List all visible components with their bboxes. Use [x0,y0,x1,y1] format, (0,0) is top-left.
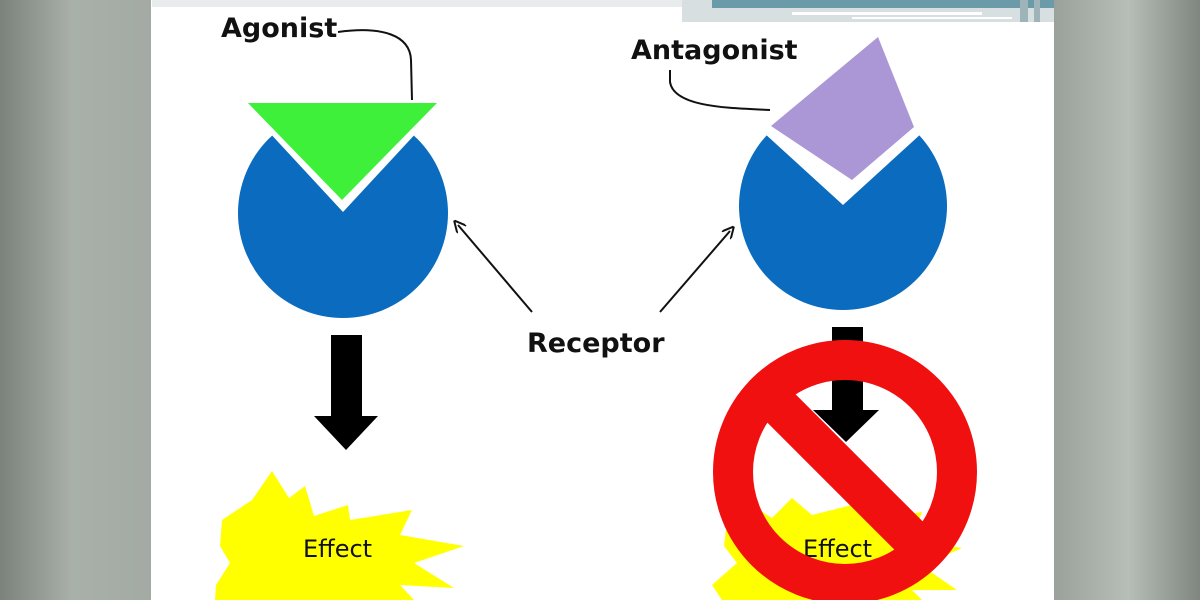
left-effect-arrow [314,335,378,450]
agonist-receptor-group: Agonist [221,13,448,318]
left-receptor [238,108,448,318]
receptor-label: Receptor [527,328,665,359]
receptor-arrow-right [659,231,730,313]
antagonist-receptor-group: Antagonist [631,35,947,310]
left-effect-label: Effect [303,535,372,563]
left-starburst [215,471,464,600]
agonist-shape [248,103,437,200]
antagonist-shape [771,37,914,180]
antagonist-label: Antagonist [631,35,798,66]
receptor-arrow-left [458,225,533,313]
agonist-connector-line [337,29,413,101]
slide: Agonist Antagonist Receptor Effect Effec… [152,0,1054,600]
receptor-callout: Receptor [458,225,730,359]
left-effect-burst: Effect [215,471,464,600]
antagonist-connector-line [669,70,771,111]
no-sign-icon [713,340,977,600]
header-decoration [152,0,1054,22]
diagram-canvas: Agonist Antagonist Receptor Effect Effec… [152,0,1054,600]
agonist-label: Agonist [221,13,337,44]
right-effect-label: Effect [803,535,872,563]
